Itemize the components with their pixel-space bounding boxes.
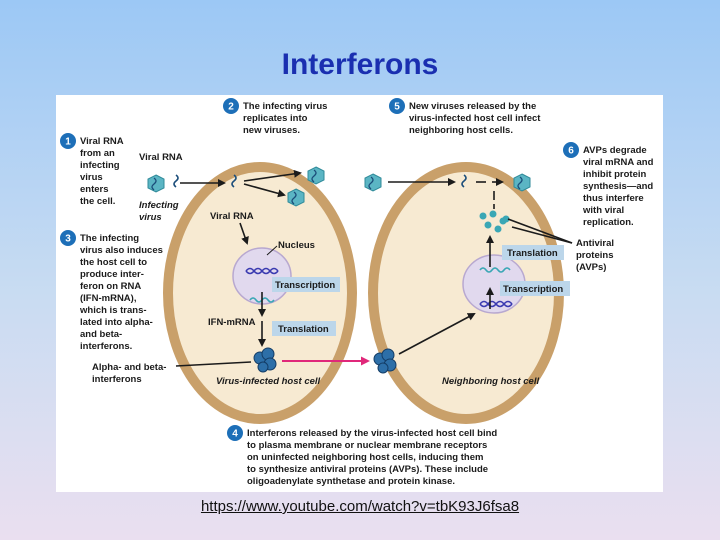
step-3-line: feron on RNA bbox=[80, 281, 141, 292]
transcription-box-left bbox=[272, 277, 340, 292]
step-3-num: 3 bbox=[65, 234, 71, 245]
infecting-virus-label: Infecting bbox=[139, 200, 179, 211]
translation-box-right bbox=[502, 245, 564, 260]
nucleus-pointer bbox=[266, 245, 278, 256]
step-6-num: 6 bbox=[568, 146, 574, 157]
ifn-mrna-label: IFN-mRNA bbox=[208, 317, 256, 328]
avp-mrna-squiggle bbox=[479, 267, 511, 273]
step-3-line: the host cell to bbox=[80, 257, 147, 268]
step-1-line: the cell. bbox=[80, 196, 115, 207]
step-3-text: The infecting virus also induces the hos… bbox=[79, 233, 163, 352]
step-4-line: on uninfected neighboring host cells, in… bbox=[247, 452, 483, 463]
step-2-text: The infecting virus replicates into new … bbox=[243, 101, 327, 136]
source-link[interactable]: https://www.youtube.com/watch?v=tbK93J6f… bbox=[200, 498, 520, 515]
viral-rna-squiggle-in bbox=[231, 174, 237, 188]
step-2-line: The infecting virus bbox=[243, 101, 327, 112]
viral-rna-label-inside: Viral RNA bbox=[210, 211, 254, 222]
step-1-text: Viral RNA from an infecting virus enters… bbox=[80, 136, 124, 207]
step-2-line: new viruses. bbox=[243, 125, 300, 136]
step-4-line: to synthesize antiviral proteins (AVPs).… bbox=[247, 464, 488, 475]
infecting-virus-label: virus bbox=[139, 212, 162, 223]
process-arrows bbox=[175, 169, 573, 367]
transcription-label-left: Transcription bbox=[275, 280, 335, 291]
antiviral-protein-dots bbox=[479, 210, 510, 233]
interferon-molecule-left bbox=[253, 347, 277, 373]
dna-helix-left bbox=[245, 267, 279, 275]
antiviral-proteins-label: proteins bbox=[576, 250, 613, 261]
step-1-line: enters bbox=[80, 184, 109, 195]
step-3-line: and beta- bbox=[80, 329, 122, 340]
step-5-line: virus-infected host cell infect bbox=[409, 113, 541, 124]
released-virus bbox=[364, 173, 382, 192]
step-1-line: Viral RNA bbox=[80, 136, 124, 147]
step-3-line: interferons. bbox=[80, 341, 132, 352]
virus-infected-cell-label: Virus-infected host cell bbox=[216, 376, 321, 387]
step-3-line: (IFN-mRNA), bbox=[80, 293, 136, 304]
antiviral-proteins-label: Antiviral bbox=[576, 238, 614, 249]
step-1-line: from an bbox=[80, 148, 115, 159]
step-3-line: virus also induces bbox=[80, 245, 163, 256]
step-4-badge bbox=[227, 425, 243, 441]
alpha-beta-label: Alpha- and beta- bbox=[92, 362, 166, 373]
step-1-line: infecting bbox=[80, 160, 120, 171]
dna-helix-right bbox=[479, 300, 513, 308]
step-6-line: with viral bbox=[582, 205, 624, 216]
step-6-line: replication. bbox=[583, 217, 634, 228]
step-5-badge bbox=[389, 98, 405, 114]
step-6-badge bbox=[563, 142, 579, 158]
blocked-virus bbox=[513, 173, 531, 192]
step-6-line: thus interfere bbox=[583, 193, 644, 204]
interferon-molecule-right bbox=[373, 348, 397, 374]
step-6-text: AVPs degrade viral mRNA and inhibit prot… bbox=[582, 145, 654, 228]
step-6-line: AVPs degrade bbox=[583, 145, 647, 156]
step-4-num: 4 bbox=[232, 429, 238, 440]
step-2-line: replicates into bbox=[243, 113, 308, 124]
translation-box-left bbox=[272, 321, 336, 336]
step-2-num: 2 bbox=[228, 102, 234, 113]
interferon-figure: 1 2 3 4 5 6 Viral RNA from an infecting … bbox=[56, 95, 663, 492]
neighboring-cell-label: Neighboring host cell bbox=[442, 376, 539, 387]
step-6-line: synthesis—and bbox=[583, 181, 653, 192]
step-1-badge bbox=[60, 133, 76, 149]
step-4-text: Interferons released by the virus-infect… bbox=[247, 428, 497, 487]
step-6-line: inhibit protein bbox=[583, 169, 647, 180]
step-4-line: Interferons released by the virus-infect… bbox=[247, 428, 497, 439]
new-virus-2 bbox=[287, 188, 305, 207]
step-2-badge bbox=[223, 98, 239, 114]
antiviral-proteins-label: (AVPs) bbox=[576, 262, 606, 273]
step-5-num: 5 bbox=[394, 102, 400, 113]
step-5-line: New viruses released by the bbox=[409, 101, 536, 112]
viral-rna-label-outside: Viral RNA bbox=[139, 152, 183, 163]
step-3-badge bbox=[60, 230, 76, 246]
alpha-beta-label: interferons bbox=[92, 374, 142, 385]
nucleus-label: Nucleus bbox=[278, 240, 315, 251]
step-6-line: viral mRNA and bbox=[583, 157, 654, 168]
translation-label-right: Translation bbox=[507, 248, 558, 259]
translation-label-left: Translation bbox=[278, 324, 329, 335]
viral-rna-squiggle-right bbox=[461, 174, 467, 188]
step-3-line: lated into alpha- bbox=[80, 317, 153, 328]
infecting-virus bbox=[147, 174, 165, 193]
interferon-diagram: 1 2 3 4 5 6 Viral RNA from an infecting … bbox=[60, 98, 654, 487]
step-5-line: neighboring host cells. bbox=[409, 125, 513, 136]
step-3-line: produce inter- bbox=[80, 269, 144, 280]
step-4-line: oligoadenylate synthetase and protein ki… bbox=[247, 476, 455, 487]
step-1-line: virus bbox=[80, 172, 103, 183]
transcription-box-right bbox=[500, 281, 570, 296]
new-virus-1 bbox=[307, 166, 325, 185]
step-3-line: which is trans- bbox=[79, 305, 147, 316]
step-4-line: to plasma membrane or nuclear membrane r… bbox=[247, 440, 487, 451]
step-3-line: The infecting bbox=[80, 233, 139, 244]
step-1-num: 1 bbox=[65, 137, 71, 148]
viral-rna-squiggle-out bbox=[173, 174, 179, 188]
slide-title: Interferons bbox=[281, 48, 439, 81]
step-5-text: New viruses released by the virus-infect… bbox=[409, 101, 541, 136]
transcription-label-right: Transcription bbox=[503, 284, 563, 295]
